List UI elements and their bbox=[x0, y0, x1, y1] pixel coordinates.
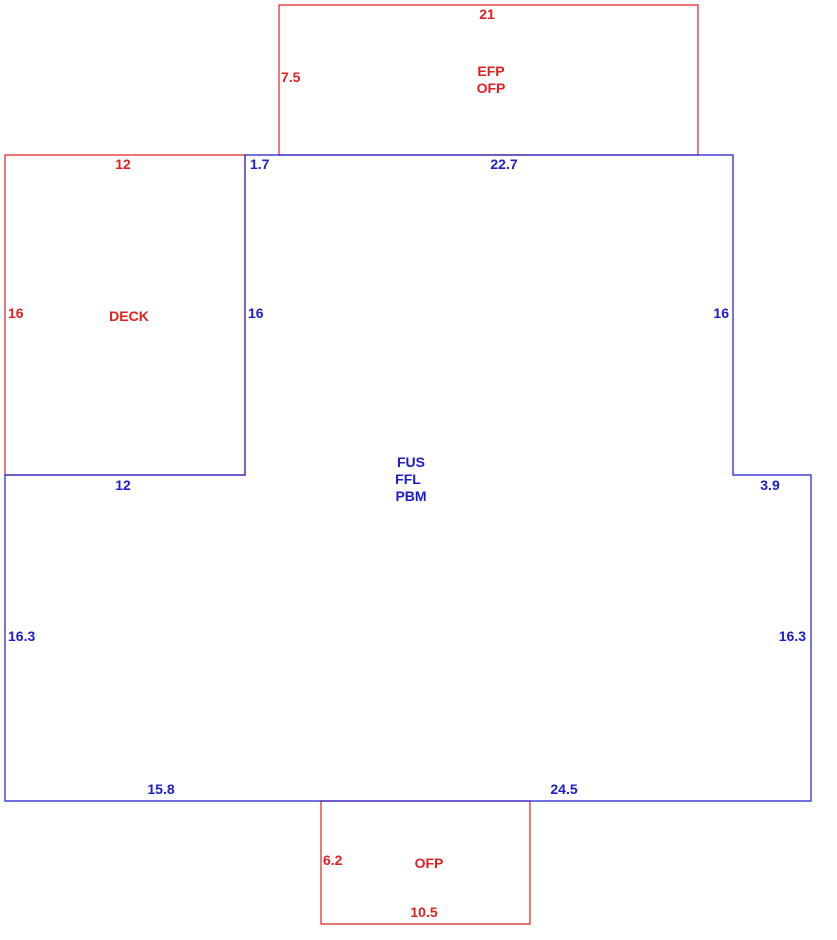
main-right-upper-dimension: 16 bbox=[713, 305, 729, 321]
main-top-dimension: 22.7 bbox=[490, 156, 517, 172]
fus-code-label: FUS bbox=[397, 454, 425, 470]
deck-code-label: DECK bbox=[109, 308, 149, 324]
deck-top-dimension: 12 bbox=[115, 156, 131, 172]
main-bottom-left-dimension: 15.8 bbox=[147, 781, 174, 797]
main-bottom-right-dimension: 24.5 bbox=[550, 781, 577, 797]
ofp-bottom-code-label: OFP bbox=[415, 855, 444, 871]
deck-left-dimension: 16 bbox=[8, 305, 24, 321]
main-step-left-dimension: 12 bbox=[115, 477, 131, 493]
ofp-bottom-dimension: 10.5 bbox=[410, 904, 437, 920]
main-building-outline bbox=[4, 154, 812, 802]
main-left-lower-dimension: 16.3 bbox=[8, 628, 35, 644]
main-top-small-dimension: 1.7 bbox=[250, 156, 270, 172]
ffl-code-label: FFL bbox=[395, 471, 421, 487]
efp-ofp-top-dimension: 21 bbox=[479, 6, 495, 22]
main-inner-left-dimension: 16 bbox=[248, 305, 264, 321]
ofp-left-dimension: 6.2 bbox=[323, 852, 343, 868]
main-step-right-dimension: 3.9 bbox=[760, 477, 780, 493]
main-right-lower-dimension: 16.3 bbox=[779, 628, 806, 644]
pbm-code-label: PBM bbox=[395, 488, 426, 504]
ofp-code-label: OFP bbox=[477, 80, 506, 96]
efp-code-label: EFP bbox=[477, 63, 504, 79]
efp-ofp-left-dimension: 7.5 bbox=[281, 69, 301, 85]
